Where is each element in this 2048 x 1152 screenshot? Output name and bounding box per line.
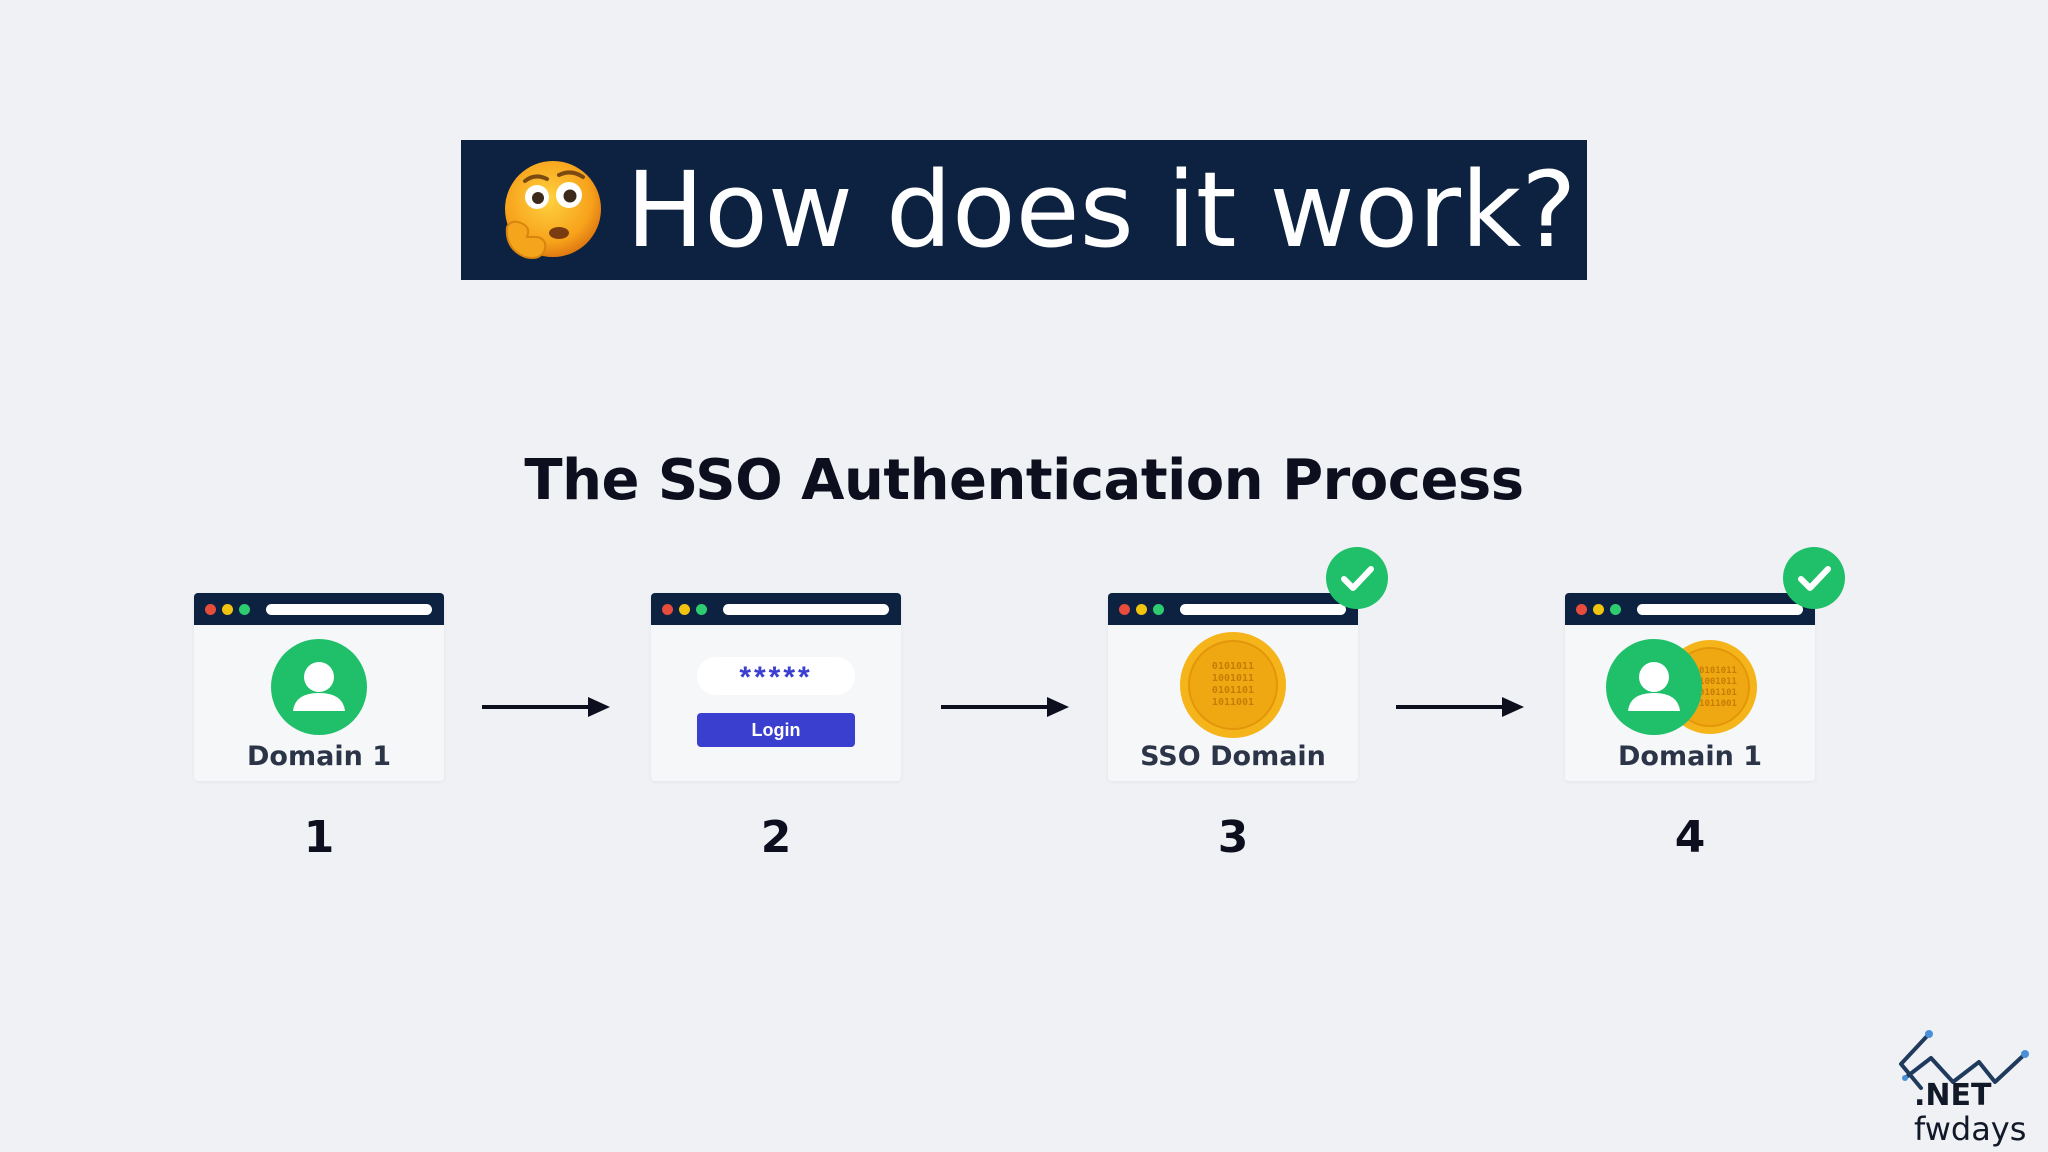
- step-3-label: SSO Domain: [1140, 741, 1326, 772]
- svg-text:1011001: 1011001: [1212, 697, 1254, 708]
- url-bar: [723, 604, 889, 615]
- step-2-card: ***** Login: [651, 593, 901, 781]
- step-number-2: 2: [760, 812, 792, 863]
- window-dot-icon: [1119, 604, 1130, 615]
- window-dot-icon: [662, 604, 673, 615]
- window-dot-icon: [222, 604, 233, 615]
- diagram-title: The SSO Authentication Process: [524, 448, 1524, 513]
- user-avatar-icon: [271, 639, 367, 735]
- arrow-right-icon: [1396, 697, 1524, 717]
- svg-text:1001011: 1001011: [1212, 673, 1254, 684]
- fwdays-logo-icon: [1899, 1030, 2029, 1090]
- svg-text:0101011: 0101011: [1699, 666, 1737, 676]
- brand-net-text: .NET: [1914, 1078, 1992, 1113]
- login-button: Login: [697, 713, 855, 747]
- user-avatar-icon: [1606, 639, 1702, 735]
- svg-text:0101101: 0101101: [1699, 688, 1737, 698]
- svg-text:1011001: 1011001: [1699, 699, 1737, 709]
- step-1-label: Domain 1: [247, 741, 391, 772]
- page-title: How does it work?: [626, 149, 1577, 271]
- arrow-right-icon: [941, 697, 1069, 717]
- title-banner: How does it work?: [461, 140, 1587, 280]
- step-4-label: Domain 1: [1618, 741, 1762, 772]
- window-dot-icon: [1576, 604, 1587, 615]
- window-dot-icon: [696, 604, 707, 615]
- svg-text:0101011: 0101011: [1212, 661, 1254, 672]
- step-4-card: 0101011 1001011 0101101 1011001 Domain 1: [1565, 593, 1815, 781]
- url-bar: [1180, 604, 1346, 615]
- window-dot-icon: [1136, 604, 1147, 615]
- window-dot-icon: [205, 604, 216, 615]
- svg-text:1001011: 1001011: [1699, 677, 1737, 687]
- browser-bar: [194, 593, 444, 625]
- step-number-3: 3: [1217, 812, 1249, 863]
- checkmark-badge-icon: [1326, 547, 1388, 609]
- step-3-card: 0101011 1001011 0101101 1011001 SSO Doma…: [1108, 593, 1358, 781]
- url-bar: [266, 604, 432, 615]
- svg-text:0101101: 0101101: [1212, 685, 1254, 696]
- step-1-card: Domain 1: [194, 593, 444, 781]
- step-number-4: 4: [1674, 812, 1706, 863]
- window-dot-icon: [1153, 604, 1164, 615]
- window-dot-icon: [239, 604, 250, 615]
- thinking-face-emoji-icon: [505, 161, 601, 259]
- checkmark-badge-icon: [1783, 547, 1845, 609]
- url-bar: [1637, 604, 1803, 615]
- window-dot-icon: [679, 604, 690, 615]
- browser-bar: [1108, 593, 1358, 625]
- browser-bar: [1565, 593, 1815, 625]
- browser-bar: [651, 593, 901, 625]
- binary-coin-icon: 0101011 1001011 0101101 1011001: [1180, 632, 1286, 738]
- brand-fwdays-text: fwdays: [1914, 1110, 2027, 1148]
- window-dot-icon: [1610, 604, 1621, 615]
- window-dot-icon: [1593, 604, 1604, 615]
- arrow-right-icon: [482, 697, 610, 717]
- step-number-1: 1: [303, 812, 335, 863]
- password-field: *****: [697, 657, 855, 695]
